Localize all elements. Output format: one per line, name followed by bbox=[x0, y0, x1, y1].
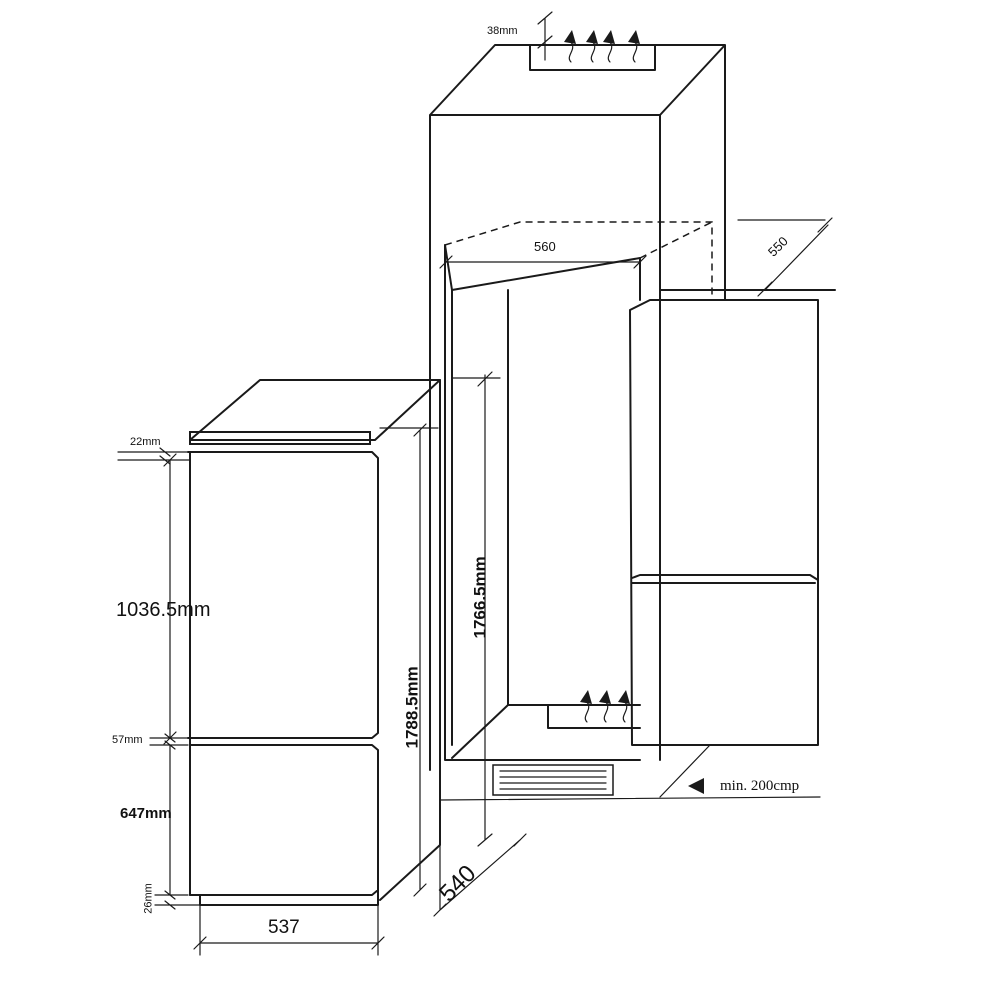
airflow-arrow-icon bbox=[603, 30, 615, 63]
top-gap-label: 38mm bbox=[487, 25, 518, 37]
freezer-door-height-label: 647mm bbox=[120, 805, 172, 822]
dimension-lines bbox=[117, 11, 833, 956]
niche-width-label: 560 bbox=[534, 239, 556, 254]
appliance-top-gap-label: 22mm bbox=[130, 436, 161, 448]
niche-opening bbox=[444, 244, 641, 761]
airflow-arrow-icon bbox=[586, 30, 598, 63]
pointer-arrow-icon bbox=[688, 778, 704, 794]
airflow-arrow-icon bbox=[599, 690, 611, 723]
ventilation-note-label: min. 200cmp bbox=[720, 778, 800, 794]
appliance-height-label: 1788.5mm bbox=[402, 666, 422, 749]
cabinet-niche bbox=[429, 44, 821, 801]
airflow-arrow-icon bbox=[564, 30, 576, 63]
top-vent-slot bbox=[529, 44, 656, 71]
bottom-gap-label: 26mm bbox=[142, 883, 155, 914]
airflow-bottom bbox=[580, 690, 630, 723]
appliance-width-label: 537 bbox=[268, 917, 300, 938]
airflow-arrow-icon bbox=[580, 690, 592, 723]
door-gap-label: 57mm bbox=[112, 734, 143, 746]
niche-height-label: 1766.5mm bbox=[470, 556, 490, 639]
standalone-appliance bbox=[187, 379, 441, 906]
airflow-arrow-icon bbox=[618, 690, 630, 723]
plinth-grille bbox=[492, 764, 614, 796]
airflow-top bbox=[564, 30, 640, 63]
airflow-arrow-icon bbox=[628, 30, 640, 63]
fridge-door-height-label: 1036.5mm bbox=[116, 599, 211, 621]
installed-appliance bbox=[629, 289, 836, 746]
